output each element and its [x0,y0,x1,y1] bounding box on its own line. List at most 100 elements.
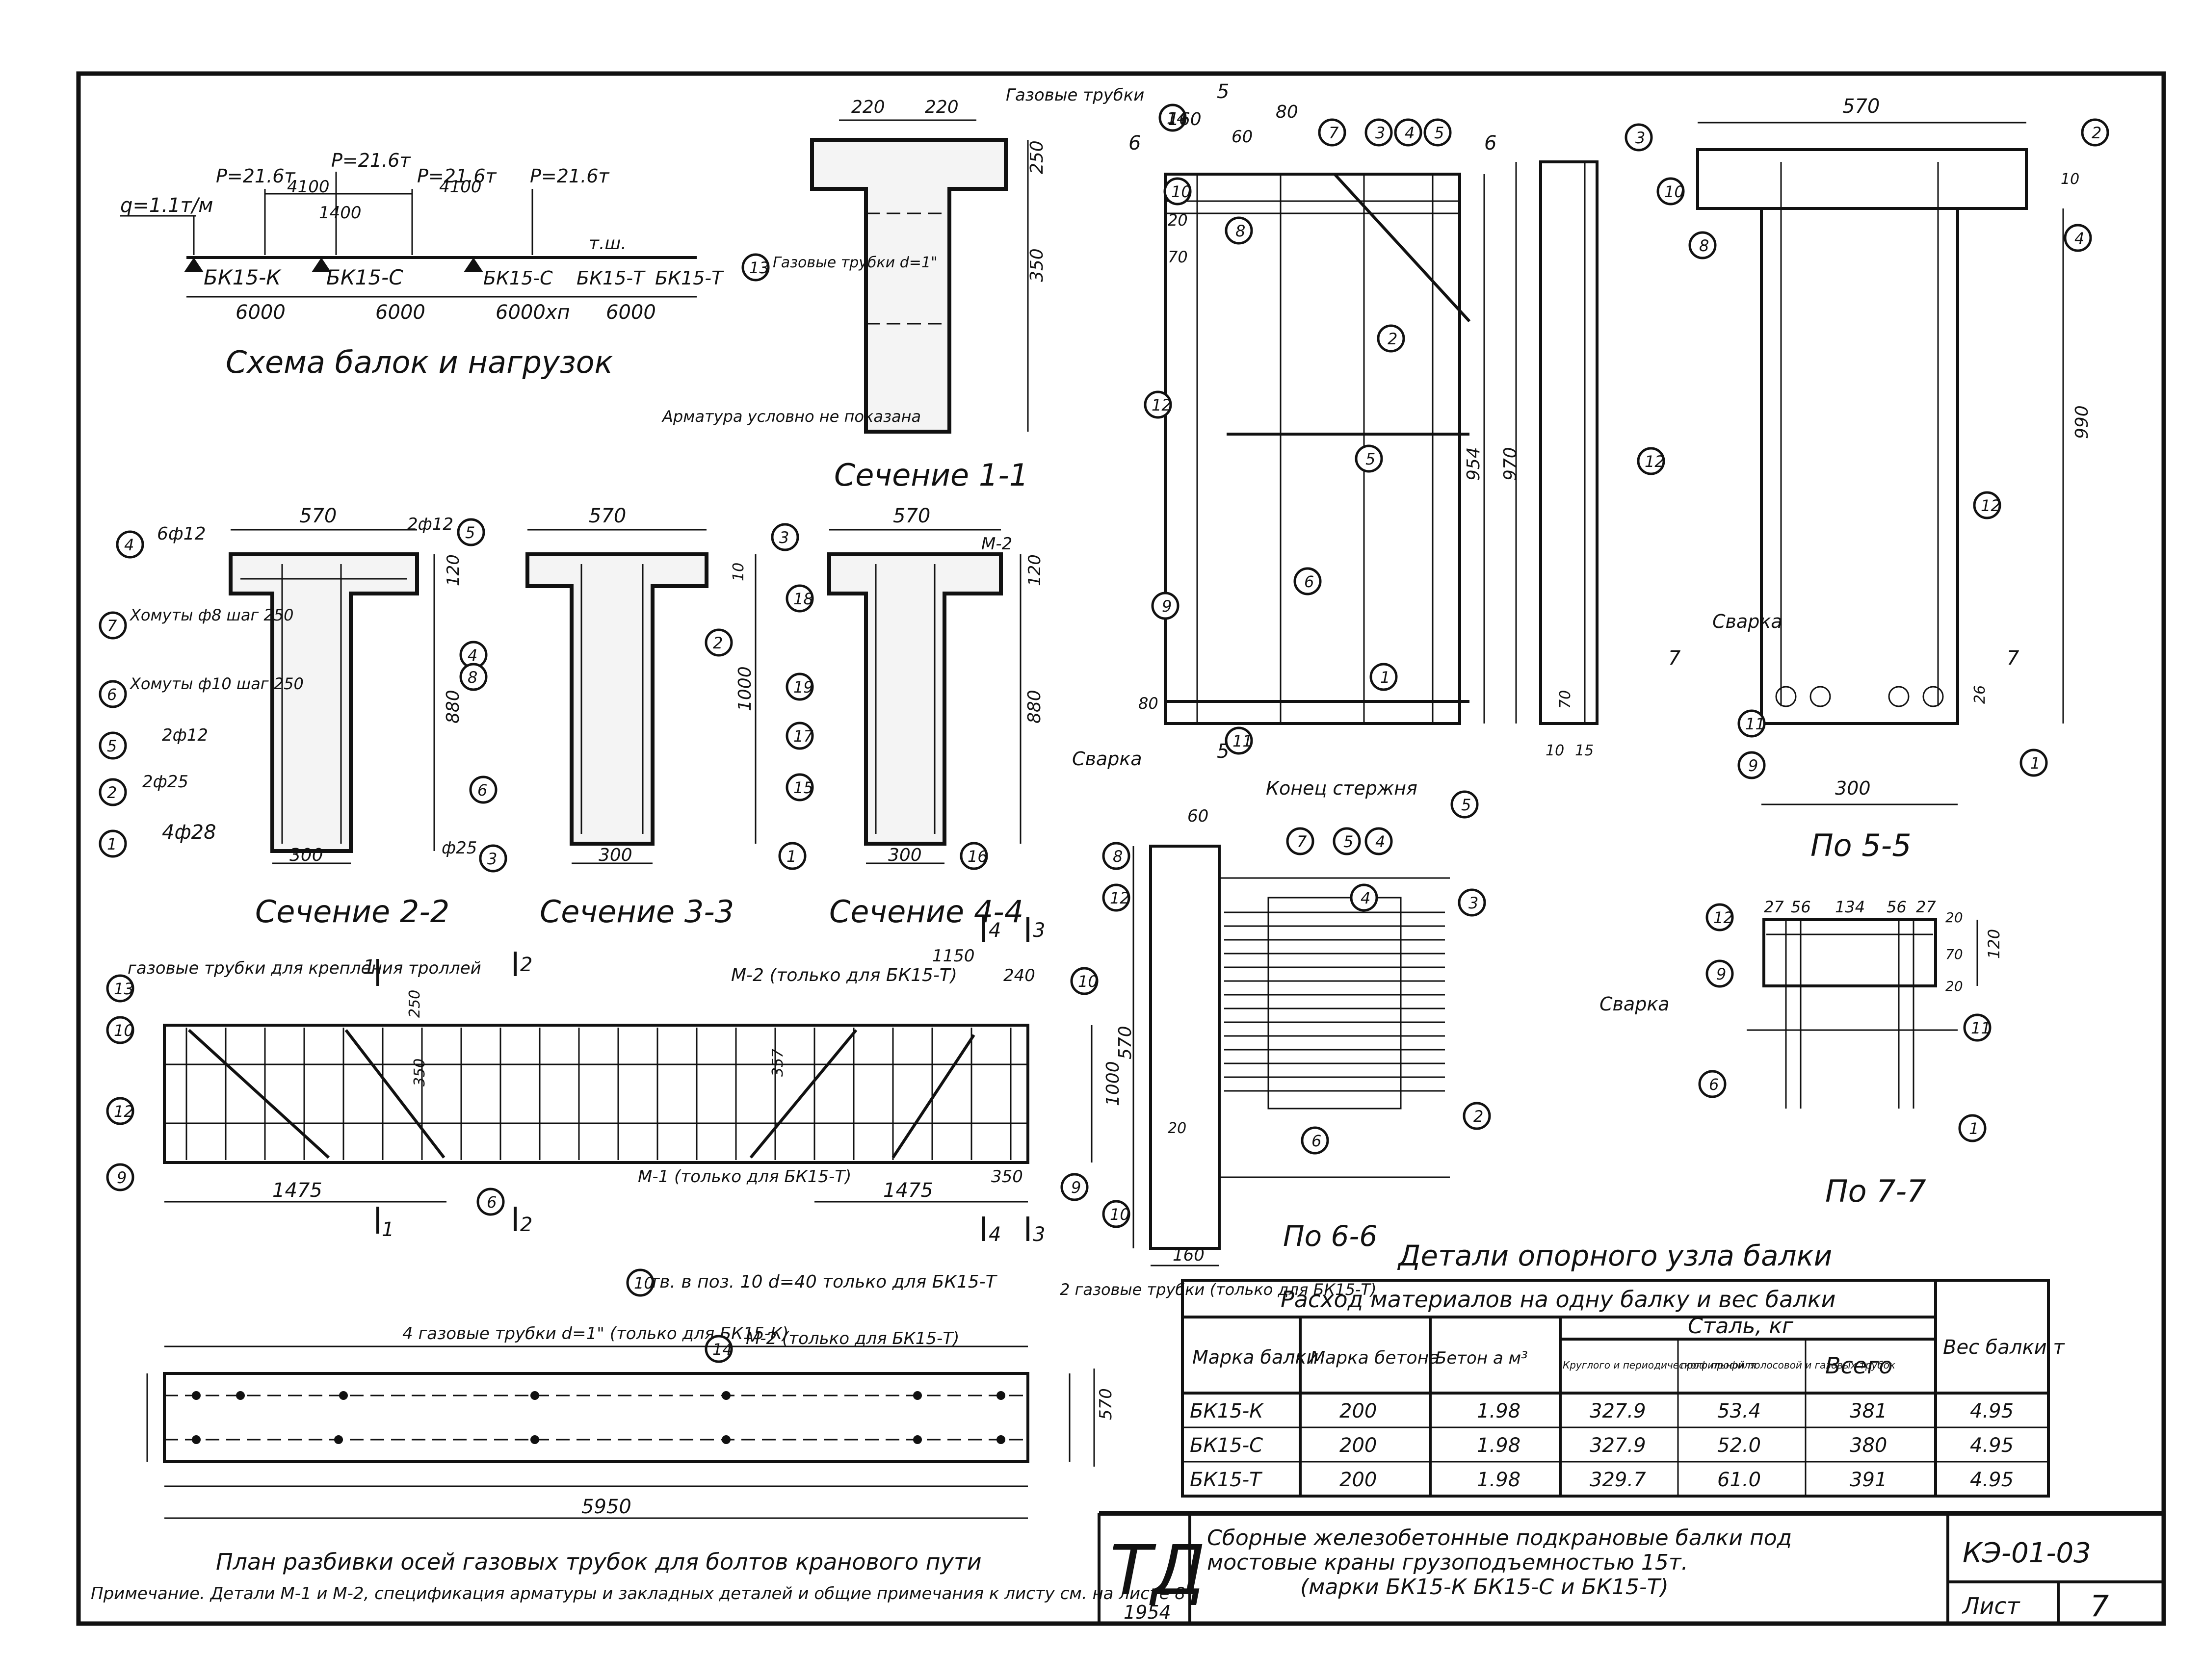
svg-text:2: 2 [1388,330,1397,348]
gas-tube-point [996,1435,1005,1444]
svg-text:4: 4 [124,536,134,554]
svg-text:6: 6 [1304,572,1314,591]
th-concrete-vol: Бетон а м³ [1435,1348,1528,1368]
svg-text:6: 6 [1709,1075,1719,1094]
svg-text:16: 16 [968,847,988,866]
svg-text:327.9: 327.9 [1590,1434,1646,1457]
svg-text:9: 9 [117,1168,127,1187]
sec22-dim-570: 570 [299,505,337,527]
p77-dim-27b: 27 [1916,898,1936,916]
svg-text:1.98: 1.98 [1477,1469,1520,1491]
svg-text:4.95: 4.95 [1970,1434,2014,1457]
logo-td: ТД [1110,1531,1206,1611]
elev-m1-label: М-1 (только для БК15-Т) [638,1167,851,1187]
q-load-label: q=1.1т/м [120,194,213,217]
p77-dim-56a: 56 [1791,898,1811,916]
svg-text:7: 7 [1329,124,1339,142]
svg-text:12: 12 [1645,452,1665,471]
cut-3a: 3 [1033,919,1045,942]
sec11-dim-220b: 220 [925,97,959,117]
svg-text:2: 2 [713,634,723,652]
sec44-dim-300: 300 [888,845,922,865]
sheet-frame [76,71,2166,1626]
sec22-4f28: 4ф28 [162,821,216,844]
section-2-2: 570 6ф12 2ф12 4 5 7 Хомуты ф8 шаг 250 6 … [99,505,507,930]
det-dim-60: 60 [1232,127,1253,147]
th-concrete-mark: Марка бетона [1310,1348,1440,1368]
svg-text:4.95: 4.95 [1970,1400,2014,1422]
drawing-code: КЭ-01-03 [1963,1537,2091,1569]
det-welding-1: Сварка [1072,748,1142,770]
load-p1: Р=21.6т [216,165,296,187]
gas-tube-point [192,1391,201,1400]
svg-text:381: 381 [1850,1400,1887,1422]
gas-tube-point [192,1435,201,1444]
p55-welding: Сварка [1712,611,1783,632]
svg-text:8: 8 [1235,222,1245,240]
section-4-4: 570 М-2 18 19 17 15 16 300 120 880 Сечен… [786,505,1045,930]
svg-text:14: 14 [1167,109,1187,128]
svg-text:3: 3 [487,850,497,868]
gas-tube-point [913,1435,922,1444]
svg-text:53.4: 53.4 [1717,1400,1761,1422]
svg-text:1.98: 1.98 [1477,1400,1520,1422]
svg-text:10: 10 [1664,182,1684,201]
sec33-dim-10: 10 [730,563,747,581]
svg-text:1: 1 [1380,668,1390,687]
svg-text:200: 200 [1339,1469,1377,1491]
p77-dim-20a: 20 [1945,909,1963,926]
elev-dim-1475a: 1475 [272,1179,322,1202]
p66-dim-160: 160 [1173,1245,1205,1265]
title-block: ТД 1954 Сборные железобетонные подкранов… [1098,1511,2164,1624]
span-4100a: 4100 [287,177,330,197]
svg-text:12: 12 [1152,396,1172,414]
p77-dim-20b: 20 [1945,978,1963,994]
svg-text:200: 200 [1339,1400,1377,1422]
th-round: Круглого и периодического профиля [1563,1359,1756,1371]
p77-dim-70: 70 [1945,946,1963,962]
beam-label-k: БК15-К [204,265,282,289]
th-mark: Марка балки [1192,1346,1318,1368]
table-row: БК15-С 200 1.98 327.9 52.0 380 4.95 [1190,1434,2014,1457]
cut-4a: 4 [989,919,1001,942]
gas-tube-point [530,1435,539,1444]
elev-gas-label: газовые трубки для крепления троллей [128,958,481,978]
gas-tube-point [530,1391,539,1400]
elev-dim-350a: 350 [411,1059,428,1086]
sec44-dim-570: 570 [893,505,930,527]
sec22-dim-300: 300 [289,845,323,865]
p77-title: По 7-7 [1825,1173,1926,1209]
sheet-number: 7 [2090,1589,2109,1624]
det-cut-5a: 5 [1217,80,1229,103]
cut-4b: 4 [989,1223,1001,1246]
svg-text:11: 11 [1745,715,1765,733]
det-dim-160: 160 [1168,109,1202,129]
elev-dim-240: 240 [1003,966,1035,985]
svg-text:7: 7 [107,617,117,635]
sec11-rebar-note: Арматура условно не показана [661,407,921,426]
svg-text:18: 18 [793,590,813,608]
sec22-2f12b: 2ф12 [162,725,208,745]
details-title: Детали опорного узла балки [1397,1239,1832,1272]
sec33-dim-300: 300 [599,845,632,865]
svg-text:15: 15 [793,778,813,797]
sec22-dim-120: 120 [444,554,463,586]
p66-dim-20: 20 [1168,1120,1186,1137]
svg-text:10: 10 [1110,1205,1130,1224]
sec22-6f12: 6ф12 [157,524,206,544]
svg-text:8: 8 [468,668,477,687]
sec22-stirrups-6: Хомуты ф10 шаг 250 [129,674,304,693]
svg-text:БК15-С: БК15-С [1190,1434,1263,1457]
title-line-1: Сборные железобетонные подкрановые балки… [1207,1525,1792,1551]
svg-text:6: 6 [1311,1132,1321,1150]
sec22-dim-880: 880 [443,690,463,724]
det-dim-15: 15 [1575,742,1594,759]
p55-dim-300: 300 [1835,777,1871,799]
cut-1b: 1 [382,1218,394,1241]
span-1400: 1400 [319,203,362,223]
svg-text:10: 10 [1078,972,1098,991]
support-node-details: 160 80 60 5 5 6 6 10 8 7 3 4 5 2 12 5 6 … [1072,80,2109,1272]
plan-title: План разбивки осей газовых трубок для бо… [216,1549,982,1575]
det-dim-70b: 70 [1557,690,1574,709]
